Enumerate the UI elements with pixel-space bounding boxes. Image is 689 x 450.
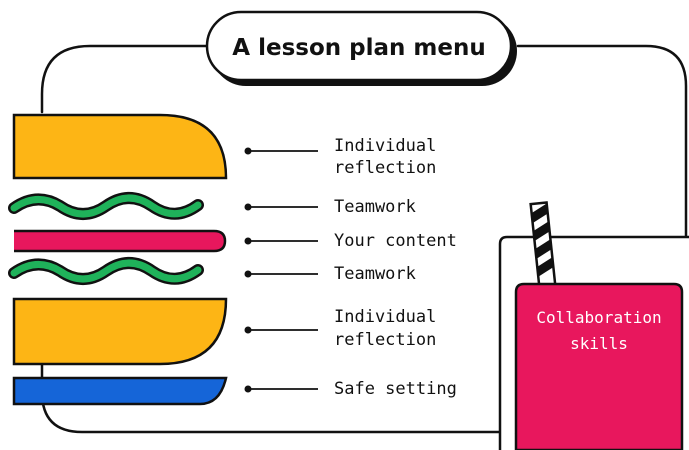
bottom-bun [12,297,228,366]
content-layer [14,229,227,253]
top-bun [12,113,228,180]
label-teamwork-1: Teamwork [244,197,416,217]
label-text: Your content [334,231,457,251]
base-layer [12,376,228,406]
label-individual-reflection-1: Individual reflection [244,136,436,178]
straw-icon [529,201,557,292]
label-text: reflection [334,330,436,350]
label-teamwork-2: Teamwork [244,264,416,284]
drink-label-line2: skills [570,334,628,353]
labels-group: Individual reflection Teamwork Your cont… [244,136,457,399]
label-your-content: Your content [244,231,457,251]
label-text: Individual [334,307,436,327]
drink-cup-icon: Collaboration skills [498,201,689,450]
page-title: A lesson plan menu [232,35,485,61]
label-text: reflection [334,158,436,178]
label-text: Teamwork [334,197,416,217]
label-text: Safe setting [334,379,457,399]
label-individual-reflection-2: Individual reflection [244,307,436,350]
burger-illustration [8,113,228,406]
label-text: Teamwork [334,264,416,284]
label-text: Individual [334,136,436,156]
drink-label-line1: Collaboration [536,308,661,327]
label-safe-setting: Safe setting [244,379,457,399]
title-pill: A lesson plan menu [205,10,517,86]
